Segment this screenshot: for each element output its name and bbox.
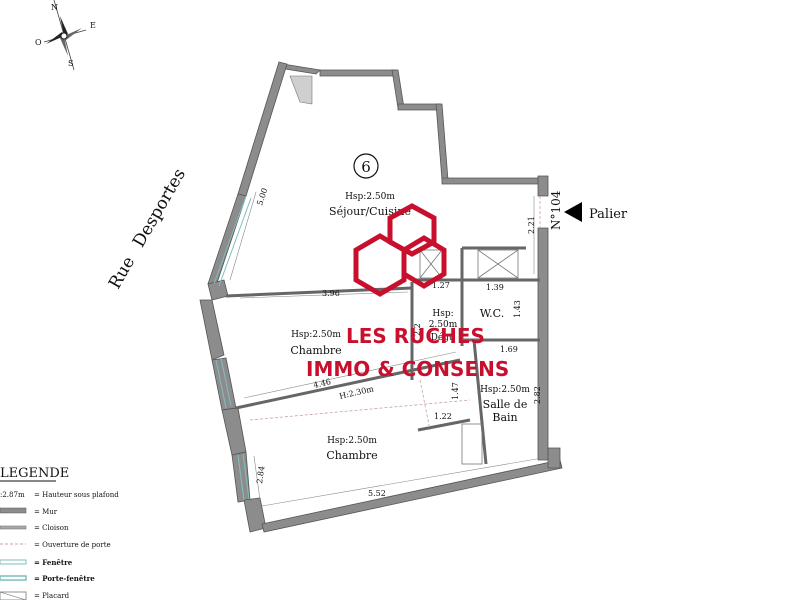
degagement-name: Dégt.: [431, 332, 456, 343]
windows: [213, 195, 252, 501]
dim-2-84: 2.84: [255, 465, 266, 484]
logo-hexagon-right: [401, 235, 447, 289]
legend-window-swatch: [0, 559, 27, 565]
legend-item-partition: = Cloison: [34, 524, 69, 532]
dim-1-43: 1.43: [513, 300, 522, 318]
dim-h-2-30: H:2.30m: [338, 384, 375, 401]
dim-1-69: 1.69: [500, 345, 518, 354]
dim-1-27: 1.27: [432, 281, 450, 290]
legend-item-french-window: = Porte-fenêtre: [34, 574, 95, 583]
sdb-height: Hsp:2.50m: [480, 385, 530, 395]
compass-o: O: [35, 38, 42, 47]
compass-rose: N E S O: [35, 0, 96, 71]
dim-1-47: 1.47: [451, 382, 460, 400]
unit-number-badge: [353, 153, 379, 179]
degagement-height: Hsp:: [432, 309, 453, 319]
compass-e: E: [90, 21, 96, 30]
legend-item-height: = Hauteur sous plafond: [34, 491, 119, 499]
legend-wall-swatch: [0, 507, 27, 514]
legend-item-wall: = Mur: [34, 508, 58, 516]
dim-4-46: 4.46: [312, 377, 331, 390]
door-openings: [249, 196, 541, 431]
street-word-desportes: Desportes: [129, 165, 190, 251]
logo-hexagon-top: [387, 203, 437, 257]
unit-number: 6: [361, 158, 371, 176]
watermark-logo: [353, 203, 447, 297]
dim-5-00: 5.00: [255, 187, 269, 207]
watermark-line1: LES RUCHES: [346, 324, 485, 348]
dim-1-22: 1.22: [434, 412, 452, 421]
exterior-walls: [199, 61, 563, 533]
dim-2-21: 2.21: [527, 216, 536, 234]
sejour-name: Séjour/Cuisine: [329, 205, 411, 218]
chambre1-height: Hsp:2.50m: [291, 330, 341, 340]
chimney-block: [289, 75, 313, 105]
legend-french-window-swatch: [0, 575, 27, 581]
landing-marker: Palier N°104: [549, 190, 628, 230]
compass-n: N: [51, 3, 58, 12]
legend-title: LEGENDE: [0, 466, 69, 481]
legend-item-door: = Ouverture de porte: [34, 541, 111, 549]
legend-item-cupboard: = Placard: [34, 592, 70, 600]
legend-height-symbol: :2.87m: [0, 491, 25, 499]
dim-3-96: 3.96: [322, 289, 340, 298]
wc-name: W.C.: [480, 307, 504, 320]
sdb-name-line2: Bain: [492, 411, 517, 424]
chambre2-height: Hsp:2.50m: [327, 436, 377, 446]
dim-1-39: 1.39: [486, 283, 504, 292]
legend: LEGENDE :2.87m = Hauteur sous plafond = …: [0, 466, 119, 600]
interior-partitions: [225, 246, 540, 465]
dim-5-52: 5.52: [368, 489, 386, 498]
sdb-name-line1: Salle de: [483, 398, 528, 411]
dim-2-2x: 2.2: [413, 323, 422, 336]
logo-hexagon-left: [353, 233, 407, 297]
chambre1-name: Chambre: [290, 344, 341, 357]
legend-cupboard-swatch: [0, 591, 27, 600]
degagement-height-value: 2.50m: [429, 320, 458, 330]
street-label: Rue Desportes: [105, 165, 190, 292]
dim-2-82: 2.82: [533, 386, 542, 404]
legend-partition-swatch: [0, 525, 27, 530]
compass-s: S: [68, 59, 73, 68]
dimension-lines: [229, 191, 555, 507]
street-word-rue: Rue: [105, 253, 139, 292]
landing-label: Palier: [589, 207, 628, 222]
chambre2-name: Chambre: [326, 449, 377, 462]
legend-item-window: = Fenêtre: [34, 558, 73, 567]
landing-door-number: N°104: [549, 190, 563, 230]
sejour-height: Hsp:2.50m: [345, 192, 395, 202]
watermark-line2: IMMO & CONSENS: [306, 357, 509, 381]
